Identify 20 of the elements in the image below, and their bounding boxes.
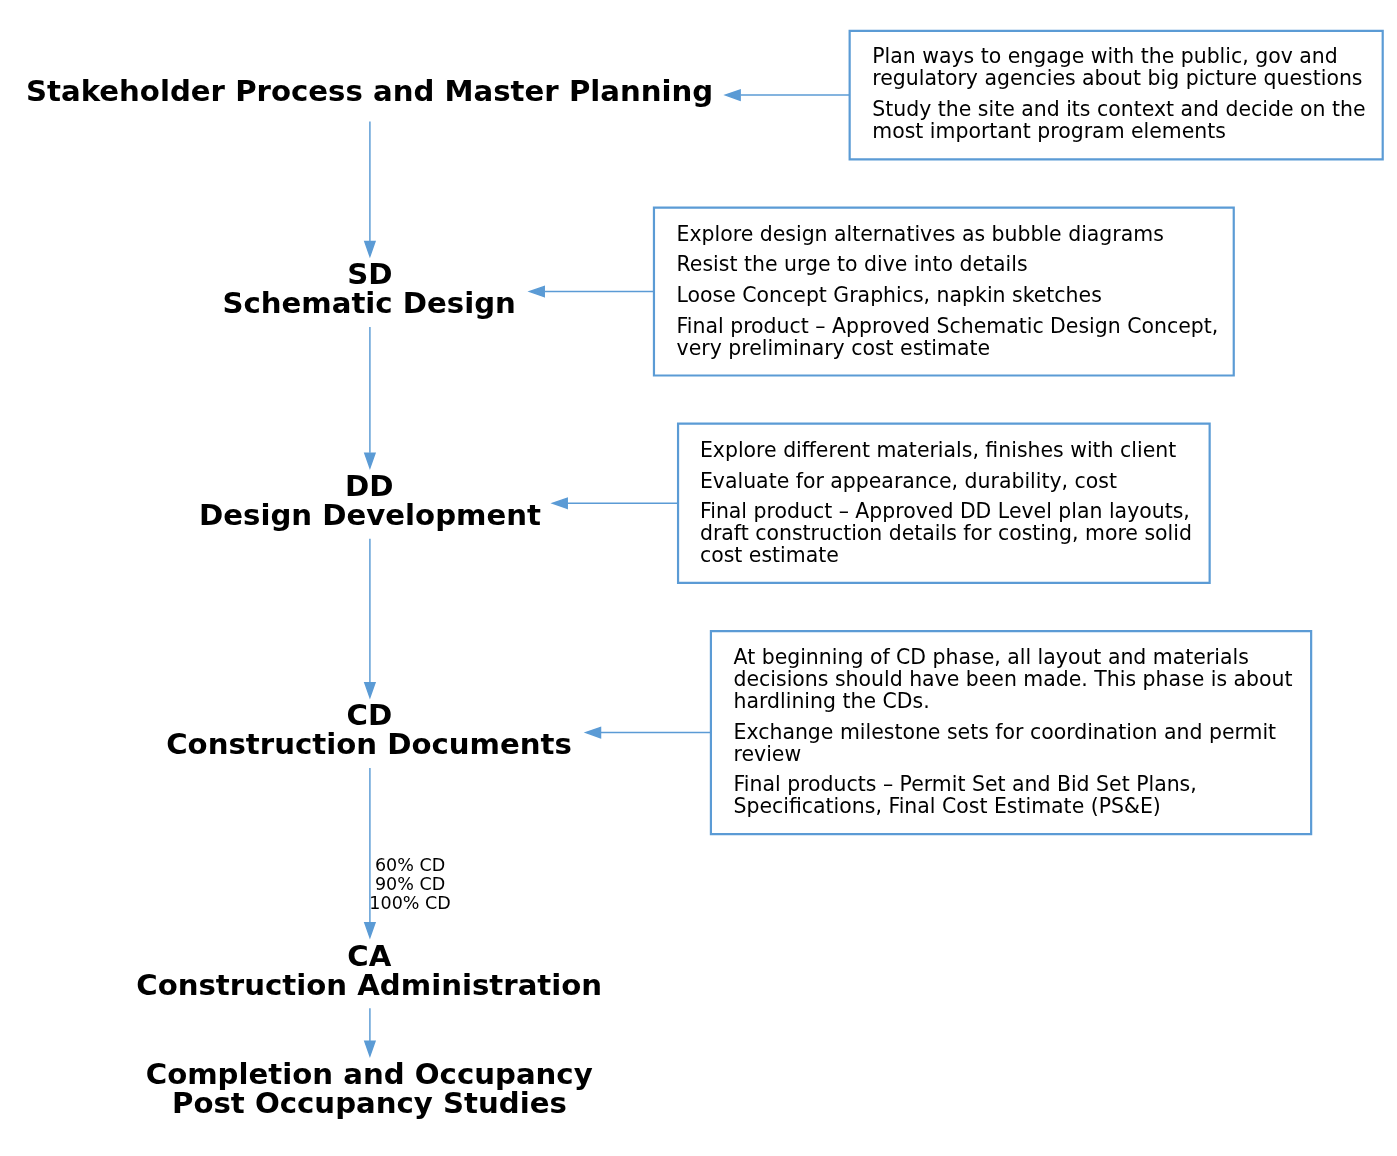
arrow <box>363 120 377 258</box>
node-text: CD Construction Documents <box>166 697 572 761</box>
arrow <box>363 766 377 940</box>
node-box: Explore design alternatives as bubble diagrams Resist the urge to dive into details Loose Concept Graphics, napkin sketches Final product – Approved Schematic Design Concept, very preliminary cost estimate <box>652 205 1235 377</box>
node-box: Plan ways to engage with the public, gov and regulatory agencies about big picture questions Study the site and its context and decide on the most important program elements <box>848 29 1384 160</box>
arrow <box>550 496 679 509</box>
node-text: Stakeholder Process and Master Planning <box>25 73 714 108</box>
node-box: At beginning of CD phase, all layout and materials decisions should have been made. This phase is about hardlining the CDs. Exchange milestone sets for coordination and permit review Final products – Permit Set and Bid Set Plans, Specifications, Final Cost Estimate (PS&E) <box>709 629 1313 835</box>
arrow <box>527 284 655 298</box>
arrow <box>723 88 851 101</box>
arrow <box>363 325 377 470</box>
arrow <box>363 537 377 700</box>
node-text: Completion and Occupancy Post Occupancy Studies <box>145 1056 593 1120</box>
node-text: DD Design Development <box>199 468 542 532</box>
arrow <box>583 725 712 739</box>
node-text: CA Construction Administration <box>136 938 603 1002</box>
node-text: SD Schematic Design <box>222 256 516 320</box>
arrow <box>363 1007 377 1058</box>
node-box: Explore different materials, finishes with client Evaluate for appearance, durability, cost Final product – Approved DD Level plan layouts, draft construction details for costing, more solid cost estimate <box>676 422 1211 584</box>
edge-label: 60% CD 90% CD 100% CD <box>369 854 451 913</box>
